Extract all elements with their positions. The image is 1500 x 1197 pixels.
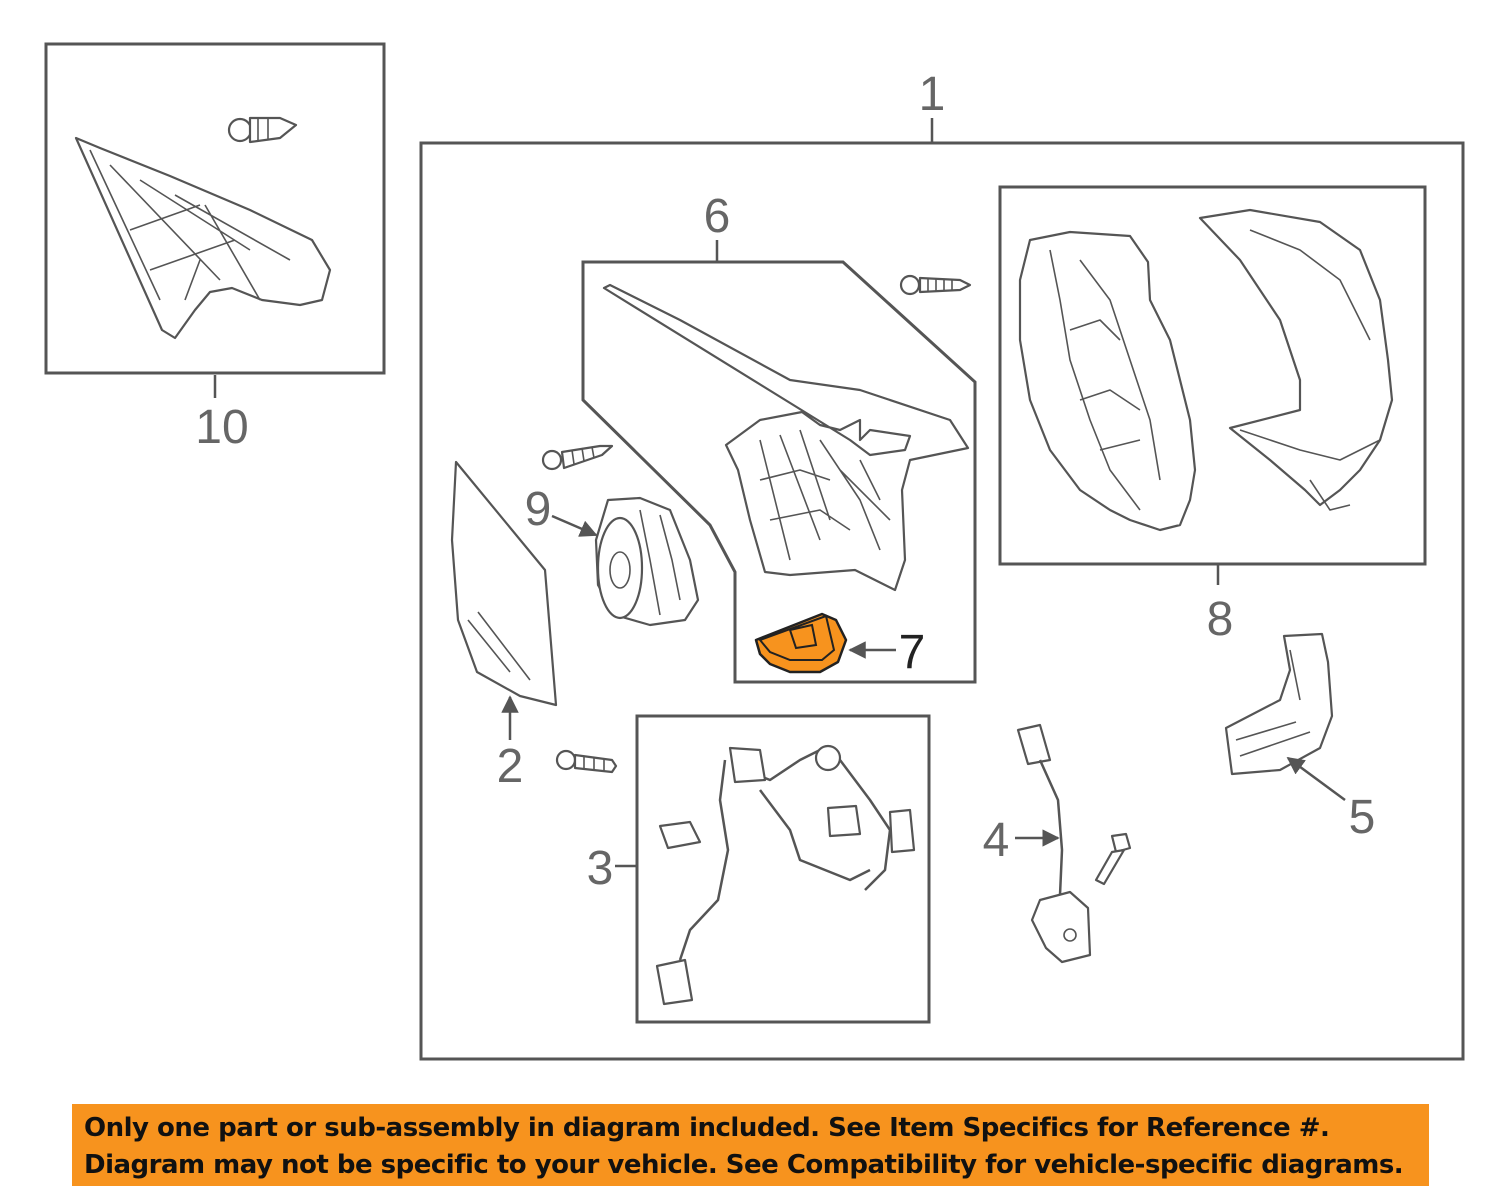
part-7-group: 7: [754, 612, 926, 679]
mirror-base: [602, 283, 970, 592]
part-6-group: 6: [581, 190, 977, 684]
callout-9: 9: [525, 483, 552, 536]
callout-2: 2: [497, 740, 524, 793]
bolt-icon: [1094, 832, 1132, 886]
part-3-group: 3: [555, 714, 931, 1024]
callout-6: 6: [704, 190, 731, 243]
wire-harness: [678, 748, 892, 961]
disclaimer-banner: Only one part or sub-assembly in diagram…: [72, 1104, 1429, 1186]
callout-8: 8: [1207, 593, 1234, 646]
part-6-box: [581, 260, 977, 684]
part-5-group: 5: [1224, 632, 1376, 844]
clip-icon: [227, 116, 298, 144]
disclaimer-line-2: Diagram may not be specific to your vehi…: [84, 1150, 1404, 1180]
bolt-icon: [555, 749, 618, 774]
part-10-box: [44, 42, 386, 375]
part-8-group: 8: [998, 185, 1427, 646]
callout-3: 3: [587, 842, 614, 895]
part-10-group: 10: [44, 42, 386, 454]
screw-icon: [541, 444, 614, 471]
part-10-garnish: [74, 136, 332, 340]
mirror-housing: [1018, 230, 1197, 532]
part-8-box: [998, 185, 1427, 566]
part-9-group: 9: [525, 444, 700, 627]
part-3-box: [635, 714, 931, 1024]
callout-5: 5: [1349, 791, 1376, 844]
mirror-glass: [450, 460, 558, 707]
part-1-group: 1: [419, 68, 1465, 1061]
part-1-box: [419, 141, 1465, 1061]
part-4-group: 4: [983, 723, 1132, 964]
turn-signal: [1224, 632, 1334, 776]
callout-10: 10: [195, 401, 248, 454]
callout-4: 4: [983, 814, 1010, 867]
screw-icon: [899, 274, 972, 296]
connector: [1030, 890, 1092, 964]
disclaimer-line-1: Only one part or sub-assembly in diagram…: [84, 1113, 1330, 1143]
mirror-cover: [1198, 208, 1394, 507]
part-2-group: 2: [450, 460, 558, 793]
callout-7: 7: [899, 626, 926, 679]
callout-1: 1: [919, 68, 946, 121]
